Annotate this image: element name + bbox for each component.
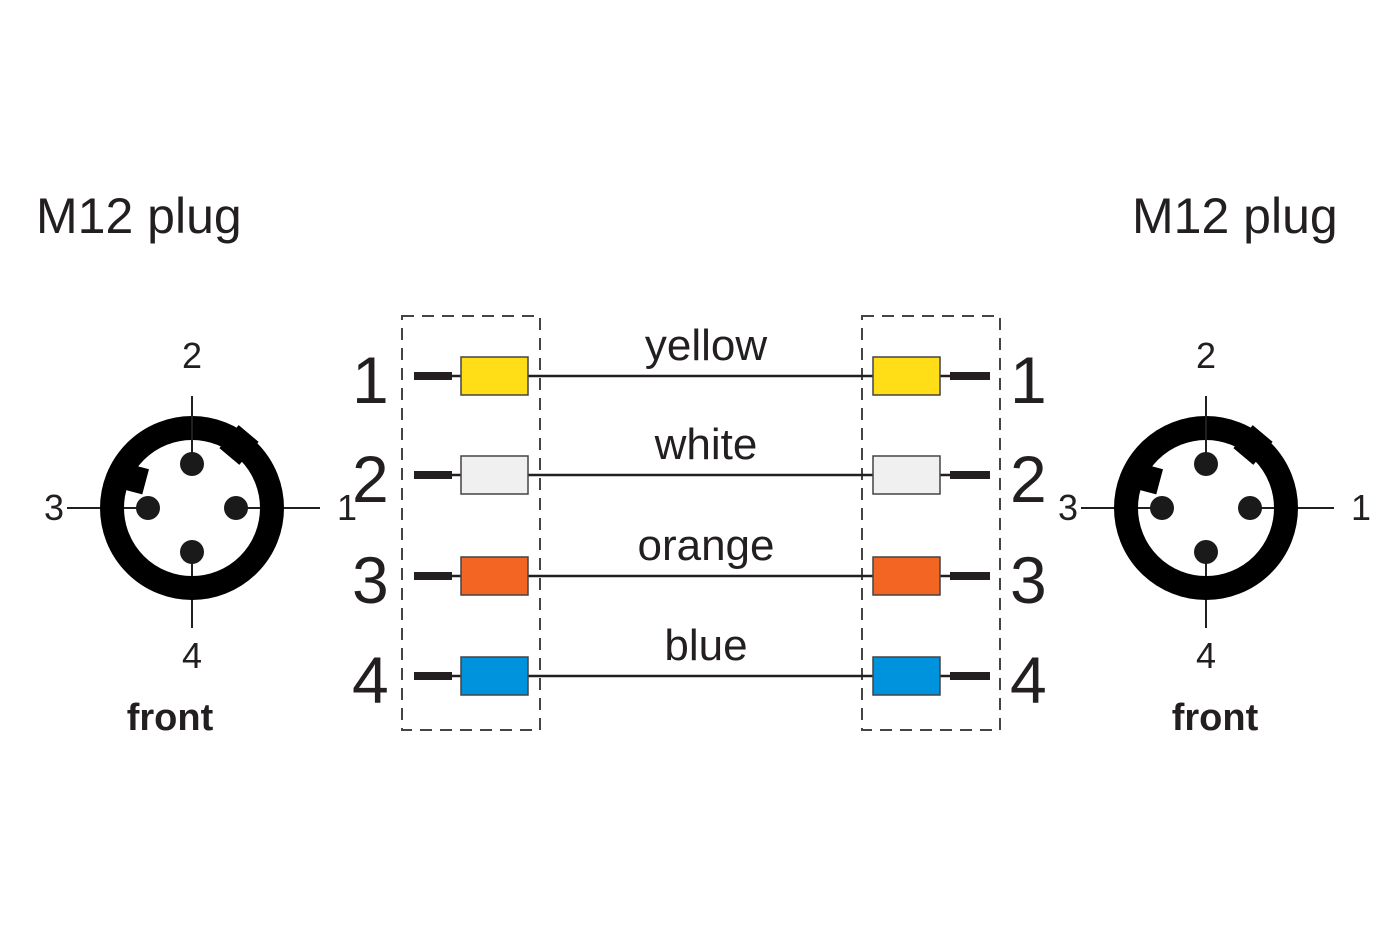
pin-4-contact [180,540,204,564]
right-front-caption: front [1172,697,1259,739]
pin-2-contact [180,452,204,476]
left-wire-color-block [460,556,529,596]
right-wire-color-block [872,455,941,495]
pin-1-label: 1 [1351,487,1371,528]
wire-orange: 3 3 orange [352,521,1047,617]
left-wire-color-block [460,356,529,396]
right-connector-front-view: 1 2 3 4 [1058,335,1371,676]
pin-3-label: 3 [44,487,64,528]
left-wire-color-block [460,656,529,696]
left-wire-color-block [460,455,529,495]
right-pin-number: 4 [1010,643,1047,717]
pin-3-label: 3 [1058,487,1078,528]
wire-yellow: 1 1 yellow [352,321,1047,417]
right-pin-number: 2 [1010,442,1047,516]
left-pin-number: 4 [352,643,389,717]
pin-4-contact [1194,540,1218,564]
pin-1-label: 1 [337,487,357,528]
coding-notch [1233,425,1273,465]
right-wire-color-block [872,356,941,396]
right-wire-color-block [872,656,941,696]
right-connector-box [861,315,1001,731]
wire-color-label: yellow [645,321,767,370]
pin-1-contact [1238,496,1262,520]
right-plug-title: M12 plug [1132,188,1338,244]
wire-color-label: blue [664,621,747,670]
coding-key [121,463,149,495]
pin-2-label: 2 [1196,335,1216,376]
wire-blue: 4 4 blue [352,621,1047,717]
wire-color-label: orange [637,521,774,570]
wire-white: 2 2 white [352,420,1047,516]
pin-2-contact [1194,452,1218,476]
pin-3-contact [136,496,160,520]
left-front-caption: front [127,697,214,739]
left-pin-number: 3 [352,543,389,617]
pin-4-label: 4 [1196,635,1216,676]
left-plug-title: M12 plug [36,188,242,244]
pin-1-contact [224,496,248,520]
coding-key [1135,463,1163,495]
left-pin-number: 2 [352,442,389,516]
left-pin-number: 1 [352,343,389,417]
wires: 1 1 yellow 2 2 white 3 3 orange 4 4 blue [352,321,1047,717]
right-pin-number: 3 [1010,543,1047,617]
right-wire-color-block [872,556,941,596]
pin-4-label: 4 [182,635,202,676]
wire-color-label: white [654,420,758,469]
pin-3-contact [1150,496,1174,520]
right-pin-number: 1 [1010,343,1047,417]
left-connector-front-view: 1 2 3 4 [44,335,357,676]
pin-2-label: 2 [182,335,202,376]
left-connector-box [401,315,541,731]
coding-notch [219,425,259,465]
